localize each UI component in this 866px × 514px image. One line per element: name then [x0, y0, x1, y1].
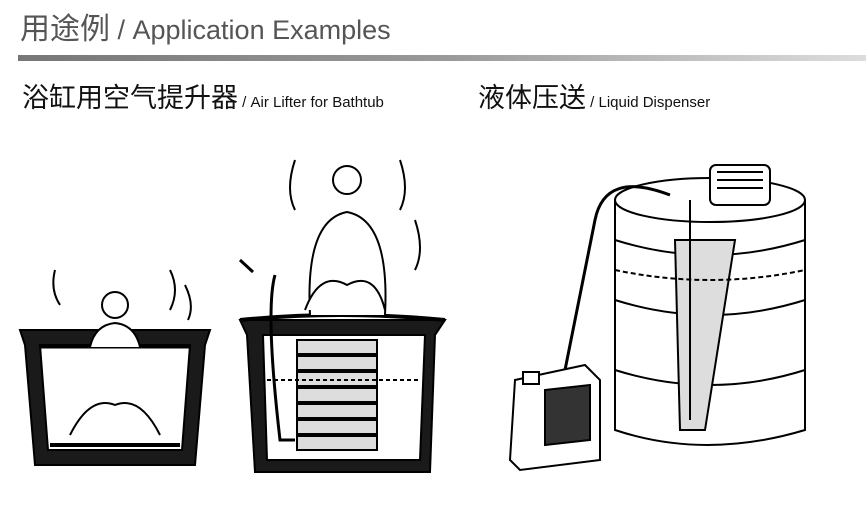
bathtub-illustration [18, 269, 212, 466]
divider [18, 55, 866, 61]
page-title: 用途例 / Application Examples [20, 4, 391, 48]
air-lifter-illustration [238, 159, 447, 473]
title-en: / Application Examples [110, 15, 391, 45]
section-title-liquid: 液体压送 / Liquid Dispenser [478, 76, 710, 115]
title-cn: 用途例 [20, 12, 110, 47]
section-title-cn: 液体压送 [478, 83, 586, 114]
section-title-bathtub: 浴缸用空气提升器 / Air Lifter for Bathtub [22, 76, 384, 115]
section-title-cn: 浴缸用空气提升器 [22, 83, 238, 114]
section-title-en: / Liquid Dispenser [586, 94, 711, 111]
liquid-dispenser-illustration [508, 164, 806, 472]
section-title-en: / Air Lifter for Bathtub [238, 94, 384, 111]
